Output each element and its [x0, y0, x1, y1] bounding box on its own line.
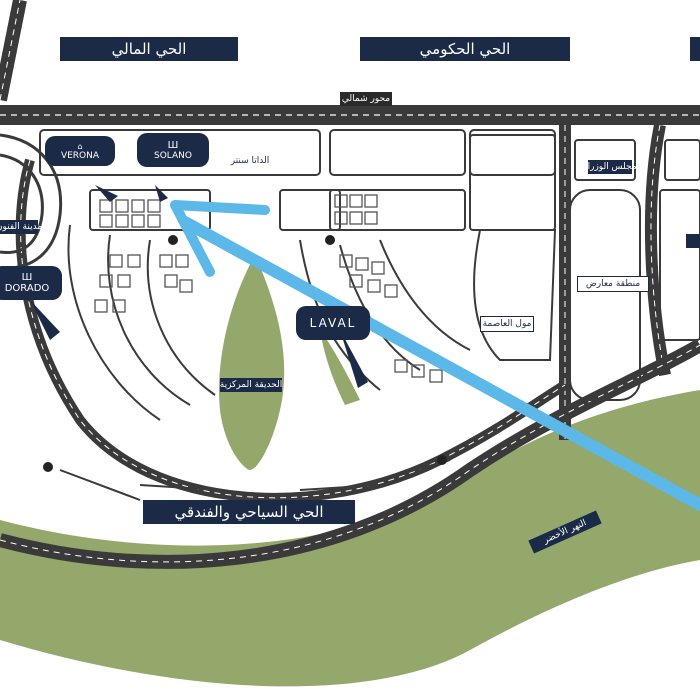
outer-ring-road — [0, 338, 700, 569]
left-roundabout — [0, 133, 63, 270]
mall-label: مول العاصمة — [480, 316, 534, 332]
project-name: LAVAL — [309, 316, 357, 330]
verona-logo-icon: ⌂ — [77, 141, 83, 151]
solano-logo-icon: Ш — [167, 139, 179, 151]
data-center-label: الداتا سنتر — [215, 154, 285, 168]
project-badge-laval: LAVAL — [296, 306, 370, 340]
left-top-road — [0, 0, 27, 102]
direction-arrow-head — [170, 200, 270, 277]
road-junctions — [43, 235, 447, 472]
project-name: DORADO — [4, 283, 50, 294]
district-label-financial: الحي المالي — [60, 37, 238, 61]
left-small-label: مدينة الفنون — [0, 220, 43, 234]
project-name: VERONA — [60, 150, 100, 161]
laval-green-area — [320, 330, 360, 405]
right-top-label: مجلس الوزراء — [583, 160, 637, 174]
district-label-edge — [690, 37, 700, 61]
right-edge-label — [686, 234, 700, 248]
top-main-road — [0, 105, 700, 125]
top-axis-label: محور شمالي — [340, 92, 392, 106]
project-name: SOLANO — [154, 150, 192, 161]
district-label-tourism: الحي السياحي والفندقي — [143, 500, 355, 524]
central-park-area — [219, 255, 285, 470]
project-badge-verona: ⌂ VERONA — [45, 136, 115, 166]
direction-arrow-long — [179, 216, 700, 511]
project-badge-solano: Ш SOLANO — [137, 133, 209, 167]
district-label-government: الحي الحكومي — [360, 37, 570, 61]
dorado-logo-icon: Ш — [21, 272, 33, 283]
small-grid-blocks — [94, 194, 443, 383]
project-pins — [30, 185, 368, 388]
project-badge-dorado: Ш DORADO — [0, 266, 62, 300]
central-park-label: الحديقة المركزية — [219, 378, 283, 392]
expo-label: منطقة معارض — [577, 276, 649, 292]
